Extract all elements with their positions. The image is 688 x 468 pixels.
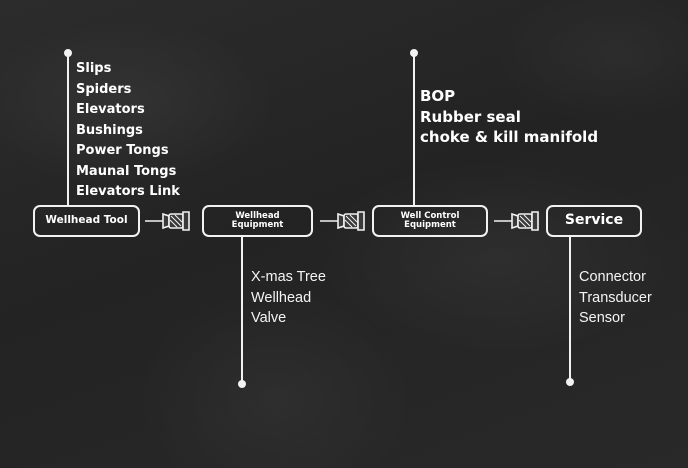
list-item: Connector xyxy=(579,269,646,285)
list-item: Transducer xyxy=(579,289,652,306)
list-item: BOP xyxy=(420,87,456,105)
leader-dot-wellhead-equipment xyxy=(238,380,246,388)
stage-label: Wellhead Tool xyxy=(45,214,128,227)
list-item: choke & kill manifold xyxy=(420,128,599,146)
list-item: Slips xyxy=(76,61,112,76)
stage-label: Service xyxy=(564,212,624,229)
leader-dot-well-control xyxy=(410,49,418,57)
service-items: Connector Transducer Sensor xyxy=(579,267,652,329)
list-item: Elevators Link xyxy=(76,184,180,199)
list-item: Spiders xyxy=(76,81,132,97)
stage-box-wellhead-equipment: Wellhead Equipment xyxy=(202,205,313,237)
wellhead-equipment-items: X-mas Tree Wellhead Valve xyxy=(251,267,326,329)
stage-label: Well Control Equipment xyxy=(400,210,460,230)
list-item: Maunal Tongs xyxy=(76,163,177,179)
leader-dot-wellhead-tool xyxy=(64,49,72,57)
list-item: Wellhead xyxy=(251,289,312,306)
stage-label: Wellhead Equipment xyxy=(231,210,284,230)
list-item: X-mas Tree xyxy=(251,269,326,285)
push-pin-icon xyxy=(145,211,190,231)
list-item: Power Tongs xyxy=(76,143,169,158)
leader-dot-service xyxy=(566,378,574,386)
wellhead-tool-items: Slips Spiders Elevators Bushings Power T… xyxy=(76,59,180,203)
list-item: Elevators xyxy=(76,102,145,117)
push-pin-icon xyxy=(494,211,539,231)
list-item: Sensor xyxy=(579,310,625,326)
push-pin-icon xyxy=(320,211,365,231)
list-item: Valve xyxy=(251,310,287,326)
list-item: Rubber seal xyxy=(420,107,521,126)
well-control-items: BOP Rubber seal choke & kill manifold xyxy=(420,86,598,148)
stage-box-service: Service xyxy=(546,205,642,237)
stage-box-well-control-equipment: Well Control Equipment xyxy=(372,205,488,237)
stage-box-wellhead-tool: Wellhead Tool xyxy=(33,205,140,237)
list-item: Bushings xyxy=(76,122,143,138)
